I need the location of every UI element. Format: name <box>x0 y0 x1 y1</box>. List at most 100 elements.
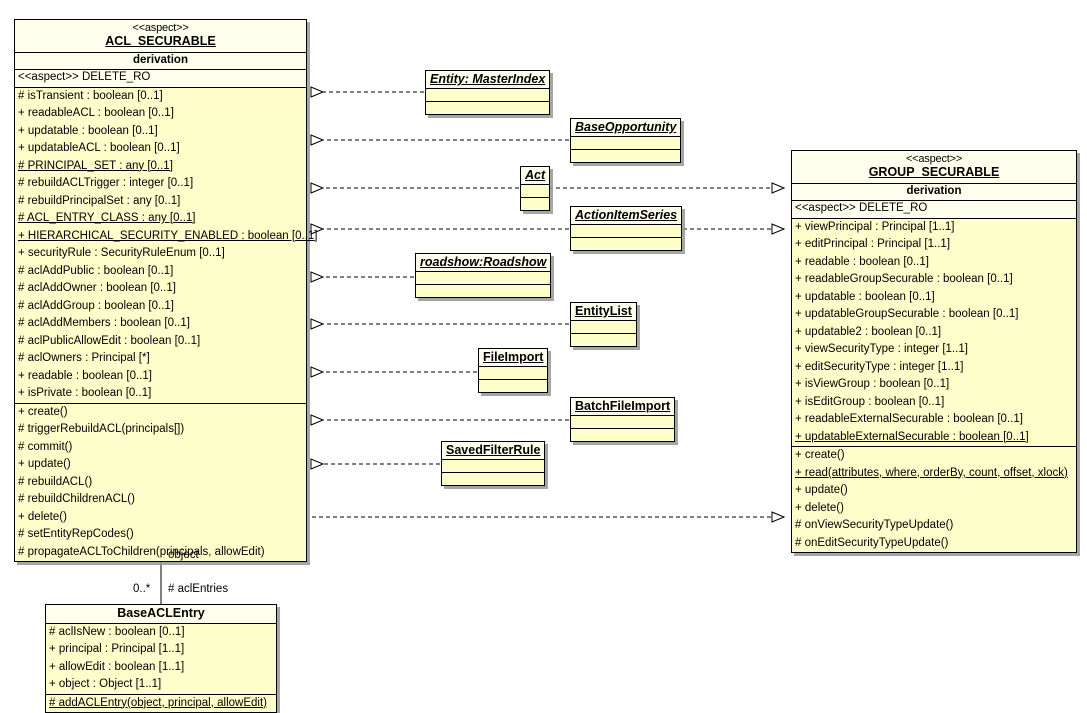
class-entity-masterindex[interactable]: Entity: MasterIndex <box>425 70 551 115</box>
class-member: + delete() <box>795 501 844 514</box>
methods-compartment: + create() # triggerRebuildACL(principals… <box>15 403 306 561</box>
association-role-source: object <box>168 549 199 561</box>
class-name: BaseOpportunity <box>571 119 681 137</box>
class-member: + readable : boolean [0..1] <box>795 255 929 268</box>
class-base-acl-entry[interactable]: BaseACLEntry # aclIsNew : boolean [0..1]… <box>45 604 277 713</box>
class-file-import[interactable]: FileImport <box>478 348 549 393</box>
class-member: + allowEdit : boolean [1..1] <box>49 660 185 673</box>
class-member: + read(attributes, where, orderBy, count… <box>795 466 1068 479</box>
class-base-opportunity[interactable]: BaseOpportunity <box>570 118 682 163</box>
class-member: + viewSecurityType : integer [1..1] <box>795 343 968 355</box>
class-member: + viewPrincipal : Principal [1..1] <box>795 220 955 233</box>
class-title-band-group-securable: <<aspect>> GROUP_SECURABLE <box>792 151 1076 184</box>
class-member: + updatable : boolean [0..1] <box>795 290 935 303</box>
class-name: Entity: MasterIndex <box>426 71 550 89</box>
class-member: # aclIsNew : boolean [0..1] <box>49 625 185 638</box>
class-saved-filter-rule[interactable]: SavedFilterRule <box>441 441 546 486</box>
class-member: + delete() <box>18 510 67 523</box>
class-member: # setEntityRepCodes() <box>18 528 134 540</box>
class-member: + editPrincipal : Principal [1..1] <box>795 238 951 250</box>
class-member: # propagateACLToChildren(principals, all… <box>18 545 265 558</box>
class-member: + create() <box>795 449 845 461</box>
class-member: # isTransient : boolean [0..1] <box>18 89 163 102</box>
empty-attributes-compartment <box>521 185 550 198</box>
stereotype-label: <<aspect>> <box>905 153 963 165</box>
class-member: + updatable : boolean [0..1] <box>18 124 158 137</box>
class-title-band-acl-securable: <<aspect>> ACL_SECURABLE <box>15 20 306 53</box>
class-name: BaseACLEntry <box>117 606 205 620</box>
attributes-compartment: + viewPrincipal : Principal [1..1] + edit… <box>792 218 1076 447</box>
class-member: + readableGroupSecurable : boolean [0..1… <box>795 273 1013 285</box>
class-member: # triggerRebuildACL(principals[]) <box>18 423 185 435</box>
class-action-item-series[interactable]: ActionItemSeries <box>570 206 683 251</box>
class-act[interactable]: Act <box>520 166 551 211</box>
class-member: + readableACL : boolean [0..1] <box>18 107 174 119</box>
class-roadshow[interactable]: roadshow:Roadshow <box>415 253 552 298</box>
class-member: # aclPublicAllowEdit : boolean [0..1] <box>18 334 201 347</box>
attributes-compartment: # isTransient : boolean [0..1] + readable… <box>15 87 318 404</box>
empty-attributes-compartment <box>571 225 682 238</box>
class-name: FileImport <box>479 349 548 367</box>
empty-methods-compartment <box>426 102 550 114</box>
empty-attributes-compartment <box>571 137 681 150</box>
class-name: ACL_SECURABLE <box>105 34 216 48</box>
class-member: # ACL_ENTRY_CLASS : any [0..1] <box>18 212 196 224</box>
class-member: + update() <box>18 458 71 470</box>
class-name: Act <box>521 167 550 185</box>
class-member: # addACLEntry(object, principal, allowEd… <box>49 696 267 709</box>
class-member: + principal : Principal [1..1] <box>49 643 185 655</box>
derivation-band: derivation <box>15 52 306 70</box>
class-member: # rebuildPrincipalSet : any [0..1] <box>18 194 181 207</box>
empty-methods-compartment <box>571 238 682 250</box>
class-member: # aclAddGroup : boolean [0..1] <box>18 299 174 312</box>
class-name: GROUP_SECURABLE <box>868 165 1000 179</box>
class-member: # aclOwners : Principal [*] <box>18 352 150 364</box>
class-member: + updatable2 : boolean [0..1] <box>795 325 942 338</box>
empty-methods-compartment <box>416 285 551 297</box>
aspect-tag-band: <<aspect>> DELETE_RO <box>15 70 306 88</box>
class-member: + updatableACL : boolean [0..1] <box>18 142 180 154</box>
class-member: + update() <box>795 484 848 496</box>
class-member: + updatableGroupSecurable : boolean [0..… <box>795 308 1019 320</box>
empty-attributes-compartment <box>571 416 675 429</box>
empty-attributes-compartment <box>442 460 545 473</box>
class-name: ActionItemSeries <box>571 207 682 225</box>
class-name: SavedFilterRule <box>442 442 545 460</box>
class-acl-securable[interactable]: <<aspect>> ACL_SECURABLE derivation <<as… <box>14 19 318 562</box>
empty-methods-compartment <box>521 198 550 210</box>
empty-methods-compartment <box>442 473 545 485</box>
aspect-tag-band: <<aspect>> DELETE_RO <box>792 201 1076 219</box>
class-member: + securityRule : SecurityRuleEnum [0..1] <box>18 247 225 259</box>
attributes-compartment: # aclIsNew : boolean [0..1] + principal :… <box>46 623 276 695</box>
class-member: # rebuildACLTrigger : integer [0..1] <box>18 177 194 189</box>
class-member: + readable : boolean [0..1] <box>18 369 152 382</box>
class-member: # rebuildACL() <box>18 475 93 488</box>
empty-methods-compartment <box>479 380 548 392</box>
class-member: + editSecurityType : integer [1..1] <box>795 360 964 373</box>
class-group-securable[interactable]: <<aspect>> GROUP_SECURABLE derivation <<… <box>791 150 1077 553</box>
class-batch-file-import[interactable]: BatchFileImport <box>570 397 676 442</box>
class-member: # rebuildChildrenACL() <box>18 493 135 505</box>
class-member: + isViewGroup : boolean [0..1] <box>795 378 950 390</box>
class-member: # onViewSecurityTypeUpdate() <box>795 519 954 531</box>
class-member: + create() <box>18 405 68 418</box>
class-name: BatchFileImport <box>571 398 675 416</box>
methods-compartment: # addACLEntry(object, principal, allowEd… <box>46 694 276 712</box>
empty-attributes-compartment <box>479 367 548 380</box>
class-member: + isPrivate : boolean [0..1] <box>18 387 152 399</box>
class-entity-list[interactable]: EntityList <box>570 302 637 347</box>
class-title-band-base-acl-entry: BaseACLEntry <box>46 605 276 624</box>
empty-methods-compartment <box>571 429 675 441</box>
stereotype-label: <<aspect>> <box>132 22 189 34</box>
class-member: # commit() <box>18 440 73 453</box>
class-member: # aclAddOwner : boolean [0..1] <box>18 282 176 294</box>
class-member: + HIERARCHICAL_SECURITY_ENABLED : boolea… <box>18 229 318 242</box>
class-name: EntityList <box>571 303 636 321</box>
class-member: + updatableExternalSecurable : boolean [… <box>795 430 1029 443</box>
empty-attributes-compartment <box>426 89 550 102</box>
class-member: + isEditGroup : boolean [0..1] <box>795 395 945 408</box>
association-role-target: # aclEntries <box>168 583 229 595</box>
class-name: roadshow:Roadshow <box>416 254 551 272</box>
empty-attributes-compartment <box>571 321 636 334</box>
